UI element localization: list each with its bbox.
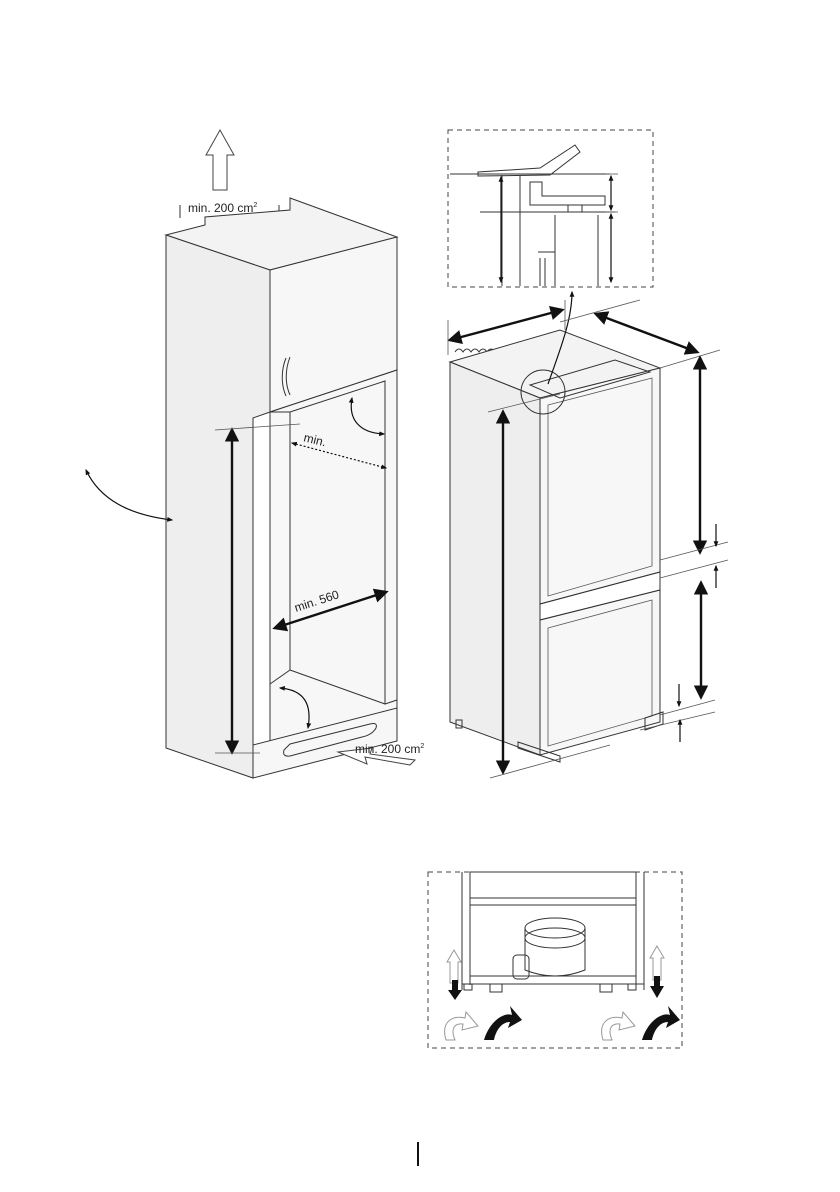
cabinet-drawing xyxy=(86,130,415,778)
compressor-detail-box xyxy=(428,872,682,1048)
cabinet-side-panel xyxy=(166,235,270,778)
fridge-lower-door xyxy=(540,590,660,755)
curved-arrow-grey-right-icon xyxy=(602,1012,635,1040)
curved-arrow-grey-left-icon xyxy=(445,1012,478,1040)
vent-up-arrow-icon xyxy=(206,130,234,190)
down-arrow-right-icon xyxy=(650,976,664,998)
fridge-drawing xyxy=(448,292,728,778)
fridge-side xyxy=(450,362,540,755)
curved-arrow-black-right-icon xyxy=(642,1006,680,1040)
cabinet-opening xyxy=(270,370,397,755)
compressor-icon xyxy=(513,918,585,979)
vent-top-label: min. 200 cm2 xyxy=(188,201,257,215)
hinge-detail-box xyxy=(448,130,653,287)
curved-arrow-black-left-icon xyxy=(484,1006,522,1040)
vent-bottom-label: min. 200 cm2 xyxy=(355,742,424,756)
